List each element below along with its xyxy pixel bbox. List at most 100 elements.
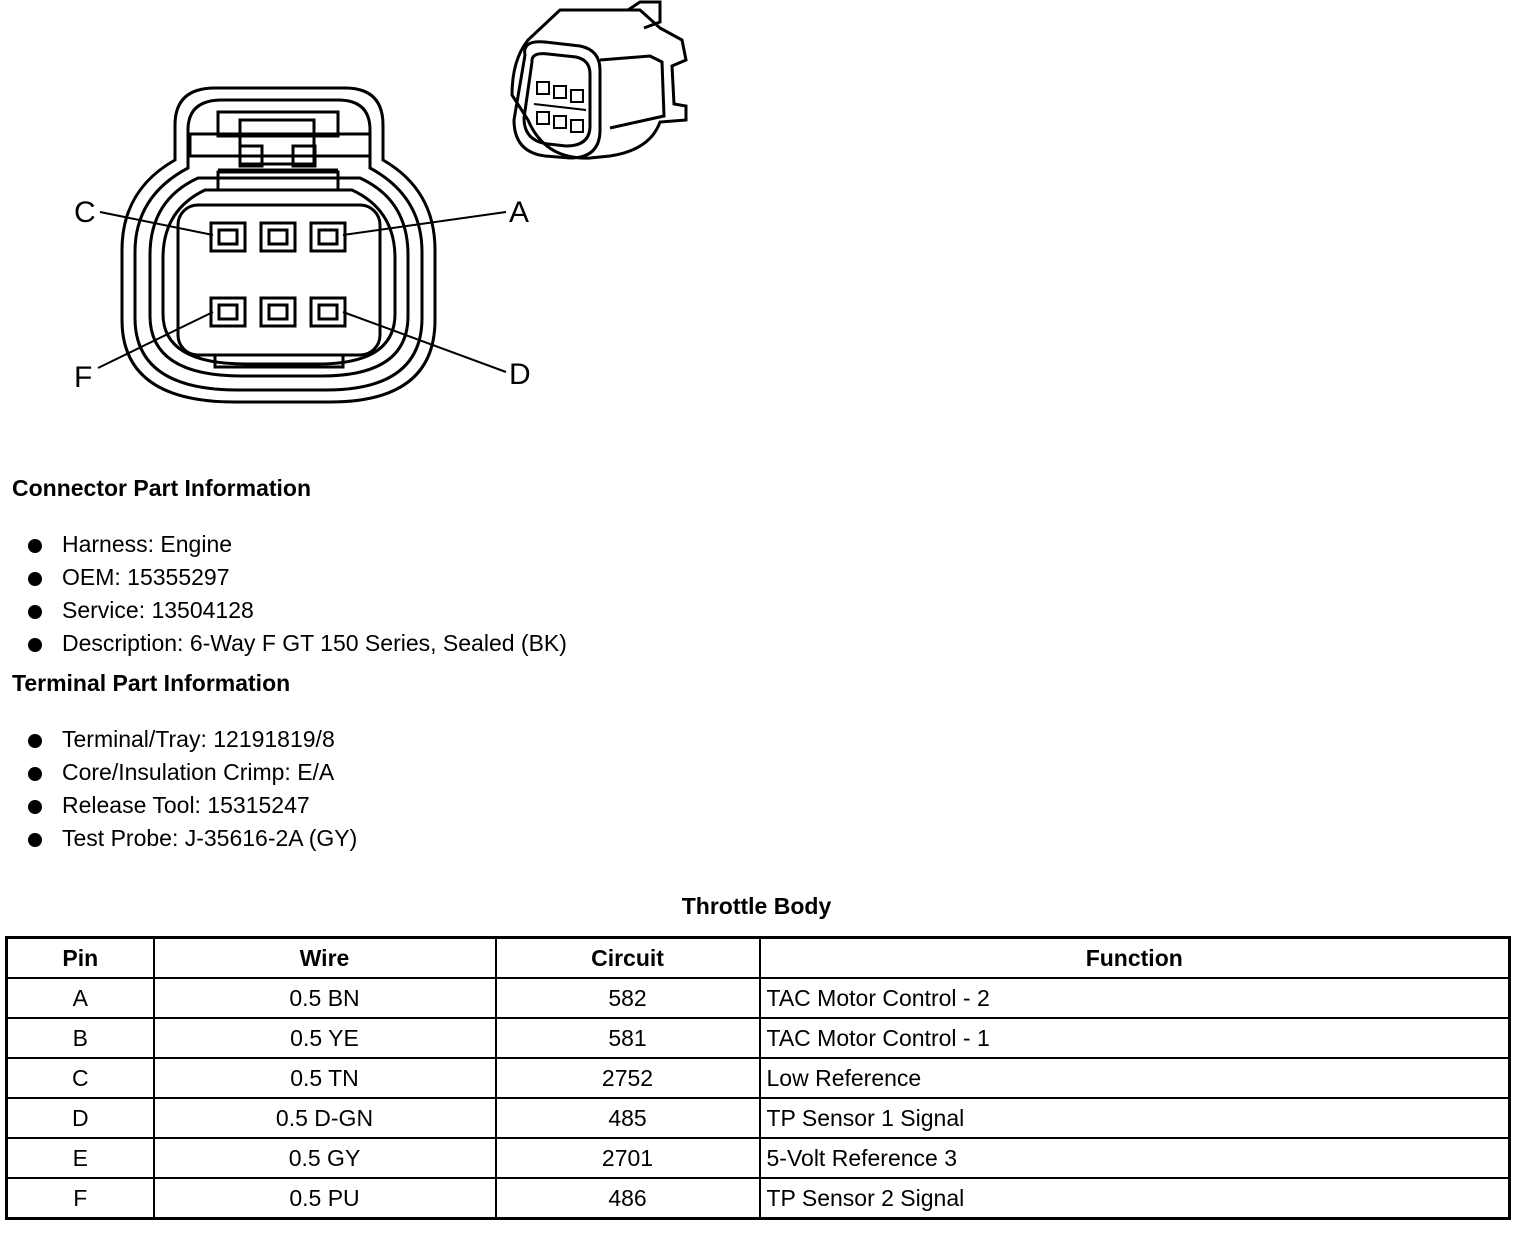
- header-pin: Pin: [5, 936, 155, 979]
- cell-pin: F: [5, 1177, 155, 1220]
- connector-latch-tab: [238, 118, 316, 166]
- pin-cavity-a: [309, 221, 347, 253]
- list-item-text: OEM: 15355297: [62, 564, 230, 590]
- pin-cavity-e: [259, 296, 297, 328]
- leader-line-c: [99, 211, 214, 236]
- thumb-pin-5: [553, 115, 567, 129]
- cell-circuit: 582: [494, 977, 761, 1019]
- list-item: Release Tool: 15315247: [28, 789, 357, 822]
- header-wire: Wire: [152, 936, 497, 979]
- bullet-icon: [28, 833, 42, 847]
- pin-cavity-e-inner: [267, 303, 289, 321]
- leader-line-f: [97, 311, 214, 369]
- connector-latch-post-right: [291, 144, 317, 168]
- bullet-icon: [28, 767, 42, 781]
- cell-pin: B: [5, 1017, 155, 1059]
- cell-function: 5-Volt Reference 3: [758, 1137, 1511, 1179]
- cell-function: TP Sensor 2 Signal: [758, 1177, 1511, 1220]
- connector-info-title: Connector Part Information: [12, 475, 312, 501]
- list-item: Test Probe: J-35616-2A (GY): [28, 822, 357, 855]
- cell-wire: 0.5 GY: [152, 1137, 497, 1179]
- thumb-pin-4: [536, 111, 550, 125]
- connector-key-bottom: [213, 353, 345, 369]
- cell-wire: 0.5 BN: [152, 977, 497, 1019]
- table-row: A 0.5 BN 582 TAC Motor Control - 2: [5, 977, 1511, 1019]
- connector-face: [176, 203, 382, 357]
- connector-3d-thumbnail: [510, 0, 688, 160]
- list-item-text: Release Tool: 15315247: [62, 792, 310, 818]
- cell-function: Low Reference: [758, 1057, 1511, 1099]
- list-item: Core/Insulation Crimp: E/A: [28, 756, 357, 789]
- table-row: F 0.5 PU 486 TP Sensor 2 Signal: [5, 1177, 1511, 1220]
- connector-housing-ring-3: [148, 176, 410, 378]
- bullet-icon: [28, 734, 42, 748]
- list-item: Description: 6-Way F GT 150 Series, Seal…: [28, 627, 567, 660]
- terminal-info-list: Terminal/Tray: 12191819/8 Core/Insulatio…: [28, 723, 357, 855]
- pin-cavity-d-inner: [317, 303, 339, 321]
- header-function: Function: [758, 936, 1511, 979]
- connector-housing-ring-4: [161, 188, 397, 366]
- cell-circuit: 2752: [494, 1057, 761, 1099]
- thumb-face-outer: [512, 40, 602, 160]
- pin-label-c: C: [74, 196, 96, 229]
- pin-cavity-d: [309, 296, 347, 328]
- thumb-tab: [627, 0, 662, 30]
- bullet-icon: [28, 539, 42, 553]
- cell-circuit: 2701: [494, 1137, 761, 1179]
- list-item: Harness: Engine: [28, 528, 567, 561]
- table-row: E 0.5 GY 2701 5-Volt Reference 3: [5, 1137, 1511, 1179]
- connector-housing-ring-2: [133, 98, 424, 392]
- list-item-text: Description: 6-Way F GT 150 Series, Seal…: [62, 630, 567, 656]
- list-item-text: Terminal/Tray: 12191819/8: [62, 726, 335, 752]
- list-item: Terminal/Tray: 12191819/8: [28, 723, 357, 756]
- cell-function: TAC Motor Control - 2: [758, 977, 1511, 1019]
- cell-pin: A: [5, 977, 155, 1019]
- pin-cavities: [209, 221, 347, 328]
- list-item-text: Harness: Engine: [62, 531, 233, 557]
- pin-cavity-b-inner: [267, 228, 289, 246]
- table-header-row: Pin Wire Circuit Function: [5, 936, 1511, 979]
- cell-wire: 0.5 PU: [152, 1177, 497, 1220]
- pin-label-f: F: [74, 361, 92, 394]
- terminal-info-title: Terminal Part Information: [12, 670, 291, 696]
- pin-cavity-b: [259, 221, 297, 253]
- cell-circuit: 485: [494, 1097, 761, 1139]
- thumb-side-rib: [599, 54, 666, 130]
- thumb-face-inner: [522, 52, 592, 148]
- table-row: C 0.5 TN 2752 Low Reference: [5, 1057, 1511, 1099]
- thumb-pin-2: [553, 85, 567, 99]
- connector-latch-post-left: [238, 144, 264, 168]
- table-row: B 0.5 YE 581 TAC Motor Control - 1: [5, 1017, 1511, 1059]
- cell-pin: C: [5, 1057, 155, 1099]
- list-item-text: Service: 13504128: [62, 597, 254, 623]
- bullet-icon: [28, 572, 42, 586]
- connector-key-top: [216, 170, 340, 192]
- pin-cavity-a-inner: [317, 228, 339, 246]
- cell-wire: 0.5 D-GN: [152, 1097, 497, 1139]
- connector-latch: [188, 132, 372, 158]
- connector-latch-bar: [216, 110, 340, 138]
- pin-cavity-f-inner: [217, 303, 239, 321]
- pin-label-d: D: [509, 358, 531, 391]
- table-title: Throttle Body: [681, 893, 832, 919]
- table-row: D 0.5 D-GN 485 TP Sensor 1 Signal: [5, 1097, 1511, 1139]
- leader-line-d: [342, 311, 507, 373]
- cell-wire: 0.5 YE: [152, 1017, 497, 1059]
- list-item: Service: 13504128: [28, 594, 567, 627]
- pin-cavity-c: [209, 221, 247, 253]
- cell-circuit: 486: [494, 1177, 761, 1220]
- bullet-icon: [28, 605, 42, 619]
- connector-info-list: Harness: Engine OEM: 15355297 Service: 1…: [28, 528, 567, 660]
- thumb-pin-3: [570, 89, 584, 103]
- thumb-pin-1: [536, 81, 550, 95]
- cell-function: TP Sensor 1 Signal: [758, 1097, 1511, 1139]
- cell-pin: E: [5, 1137, 155, 1179]
- cell-pin: D: [5, 1097, 155, 1139]
- thumb-pin-6: [570, 119, 584, 133]
- bullet-icon: [28, 800, 42, 814]
- cell-function: TAC Motor Control - 1: [758, 1017, 1511, 1059]
- leader-line-a: [342, 211, 507, 236]
- pinout-table: Pin Wire Circuit Function A 0.5 BN 582 T…: [5, 936, 1511, 1220]
- connector-housing-outline: [120, 86, 437, 404]
- thumb-body-back: [510, 8, 688, 160]
